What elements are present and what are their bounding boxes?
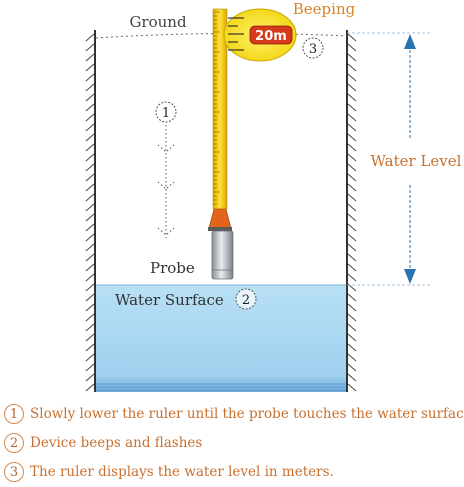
marker-2: 2: [235, 288, 257, 310]
step-1-text: Slowly lower the ruler until the probe t…: [30, 406, 464, 422]
step-3-number: 3: [4, 462, 24, 482]
descent-arrows: [157, 125, 175, 238]
step-list: 1 Slowly lower the ruler until the probe…: [4, 400, 464, 487]
probe: [211, 230, 234, 280]
arrow-up-icon: [404, 34, 416, 49]
ground-label: Ground: [129, 13, 187, 31]
step-2: 2 Device beeps and flashes: [4, 429, 462, 457]
ruler-collar: [208, 227, 232, 231]
ruler-connector: [208, 208, 232, 229]
step-1: 1 Slowly lower the ruler until the probe…: [4, 400, 464, 428]
ground-line: [95, 32, 348, 39]
beeping-label: Beeping: [293, 0, 356, 18]
water-level-label: Water Level: [371, 152, 462, 170]
marker-1: 1: [155, 101, 177, 123]
marker-3-number: 3: [309, 42, 317, 57]
well-wall-right-hatching: [347, 33, 357, 392]
water-body: [96, 285, 347, 392]
marker-2-number: 2: [242, 293, 250, 308]
well-bottom-stripes: [96, 383, 347, 391]
water-level-dimension: [347, 32, 430, 286]
step-1-number: 1: [4, 404, 24, 424]
display-value: 20m: [255, 29, 287, 44]
display-badge: [249, 25, 293, 45]
step-3: 3 The ruler displays the water level in …: [4, 458, 462, 486]
water-surface-label: Water Surface: [115, 291, 224, 309]
step-3-text: The ruler displays the water level in me…: [30, 464, 334, 480]
ruler-tick-marks: [213, 11, 220, 205]
marker-1-number: 1: [162, 106, 170, 121]
well-wall-left-hatching: [85, 33, 95, 392]
step-2-text: Device beeps and flashes: [30, 435, 203, 451]
arrow-down-icon: [404, 269, 416, 284]
marker-3: 3: [302, 37, 324, 59]
display-scale-lines: [228, 17, 244, 51]
water-level-diagram: Ground Probe Water Surface 1 2 20m Beepi…: [85, 0, 462, 392]
probe-label: Probe: [150, 259, 195, 277]
step-2-number: 2: [4, 433, 24, 453]
